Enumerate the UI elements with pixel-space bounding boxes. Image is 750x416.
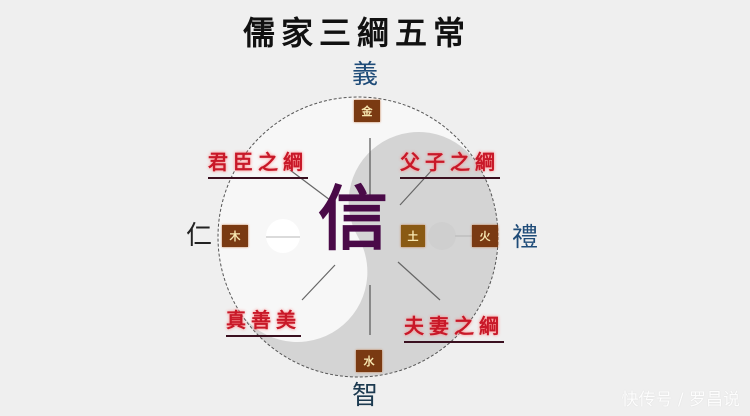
yin-eye [266,219,300,253]
watermark: 快传号 / 罗昌说 [621,390,740,410]
element-water: 水 [356,350,382,372]
yang-eye [428,222,456,250]
diagram-title: 儒家三綱五常 [243,14,472,52]
virtue-zhi: 智 [352,381,379,411]
center-character-xin: 信 [318,177,388,260]
element-fire: 火 [472,225,498,247]
bond-ruler-subject: 君臣之綱 [208,146,308,179]
bond-father-son: 父子之綱 [400,146,500,179]
element-metal: 金 [354,100,380,122]
yin-shape [236,132,498,377]
element-wood: 木 [222,225,248,247]
bond-husband-wife: 夫妻之綱 [404,310,504,343]
bond-truth-goodness-beauty: 真善美 [226,304,301,337]
virtue-li: 禮 [512,223,539,253]
virtue-ren: 仁 [186,221,213,251]
element-earth: 土 [401,225,425,247]
virtue-yi: 義 [352,60,379,90]
